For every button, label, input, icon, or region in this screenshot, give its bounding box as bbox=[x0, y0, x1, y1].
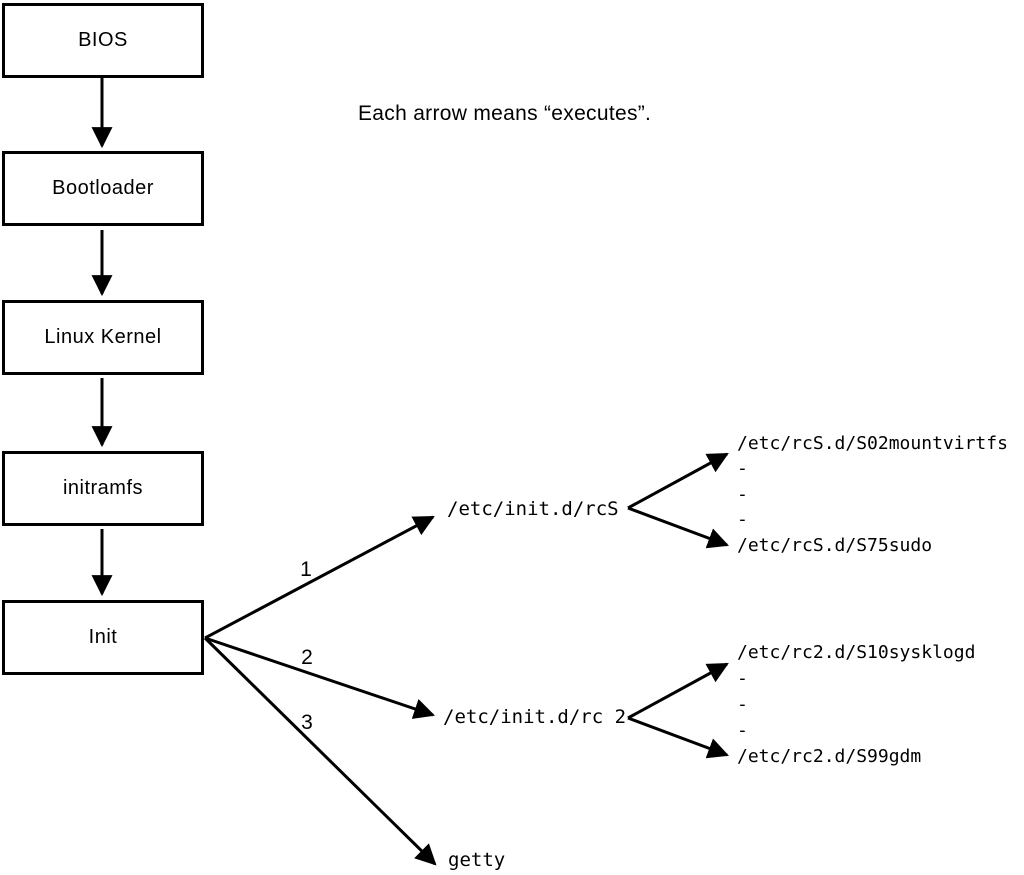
rc2-children-list: /etc/rc2.d/S10sysklogd - - - /etc/rc2.d/… bbox=[737, 640, 975, 770]
rc2-child-placeholder: - bbox=[737, 720, 748, 741]
flow-box-bootloader: Bootloader bbox=[2, 151, 204, 226]
rc2-child-script: /etc/rc2.d/S99gdm bbox=[737, 746, 922, 767]
rc2-child-placeholder: - bbox=[737, 668, 748, 689]
rcs-child-placeholder: - bbox=[737, 458, 748, 480]
flow-box-initramfs-label: initramfs bbox=[62, 477, 144, 499]
arrow-init-to-rc2 bbox=[204, 636, 435, 719]
arrow-rc2-to-s10sysklogd bbox=[627, 662, 729, 720]
rc2-child-script: /etc/rc2.d/S10sysklogd bbox=[737, 642, 976, 663]
flow-box-bootloader-label: Bootloader bbox=[52, 177, 154, 199]
arrow-rcs-to-s75sudo bbox=[627, 506, 729, 549]
arrow-init-to-rcs bbox=[204, 515, 435, 640]
script-path-rc2: /etc/init.d/rc 2 bbox=[443, 706, 627, 728]
arrow-label-2: 2 bbox=[301, 646, 313, 669]
flow-box-init-label: Init bbox=[88, 626, 118, 648]
rcs-child-placeholder: - bbox=[737, 509, 748, 531]
flow-box-linux-kernel-label: Linux Kernel bbox=[44, 326, 162, 348]
arrow-init-to-getty bbox=[203, 636, 437, 866]
flow-box-bios: BIOS bbox=[2, 3, 204, 78]
flow-box-linux-kernel: Linux Kernel bbox=[2, 300, 204, 375]
arrow-label-1: 1 bbox=[300, 558, 312, 581]
arrow-rc2-to-s99gdm bbox=[627, 716, 729, 759]
rcs-child-placeholder: - bbox=[737, 483, 748, 505]
script-path-rcs: /etc/init.d/rcS bbox=[447, 498, 619, 520]
rcs-children-list: /etc/rcS.d/S02mountvirtfs - - - /etc/rcS… bbox=[737, 431, 1008, 558]
arrow-rcs-to-s02mountvirtfs bbox=[627, 452, 729, 510]
flow-box-init: Init bbox=[2, 600, 204, 675]
legend-note: Each arrow means “executes”. bbox=[358, 102, 652, 125]
flow-box-bios-label: BIOS bbox=[78, 29, 128, 51]
rc2-child-placeholder: - bbox=[737, 694, 748, 715]
arrow-label-3: 3 bbox=[301, 711, 313, 734]
rcs-child-script: /etc/rcS.d/S02mountvirtfs bbox=[737, 433, 1008, 454]
flow-box-initramfs: initramfs bbox=[2, 451, 204, 526]
rcs-child-script: /etc/rcS.d/S75sudo bbox=[737, 534, 933, 556]
script-path-getty: getty bbox=[448, 849, 506, 871]
